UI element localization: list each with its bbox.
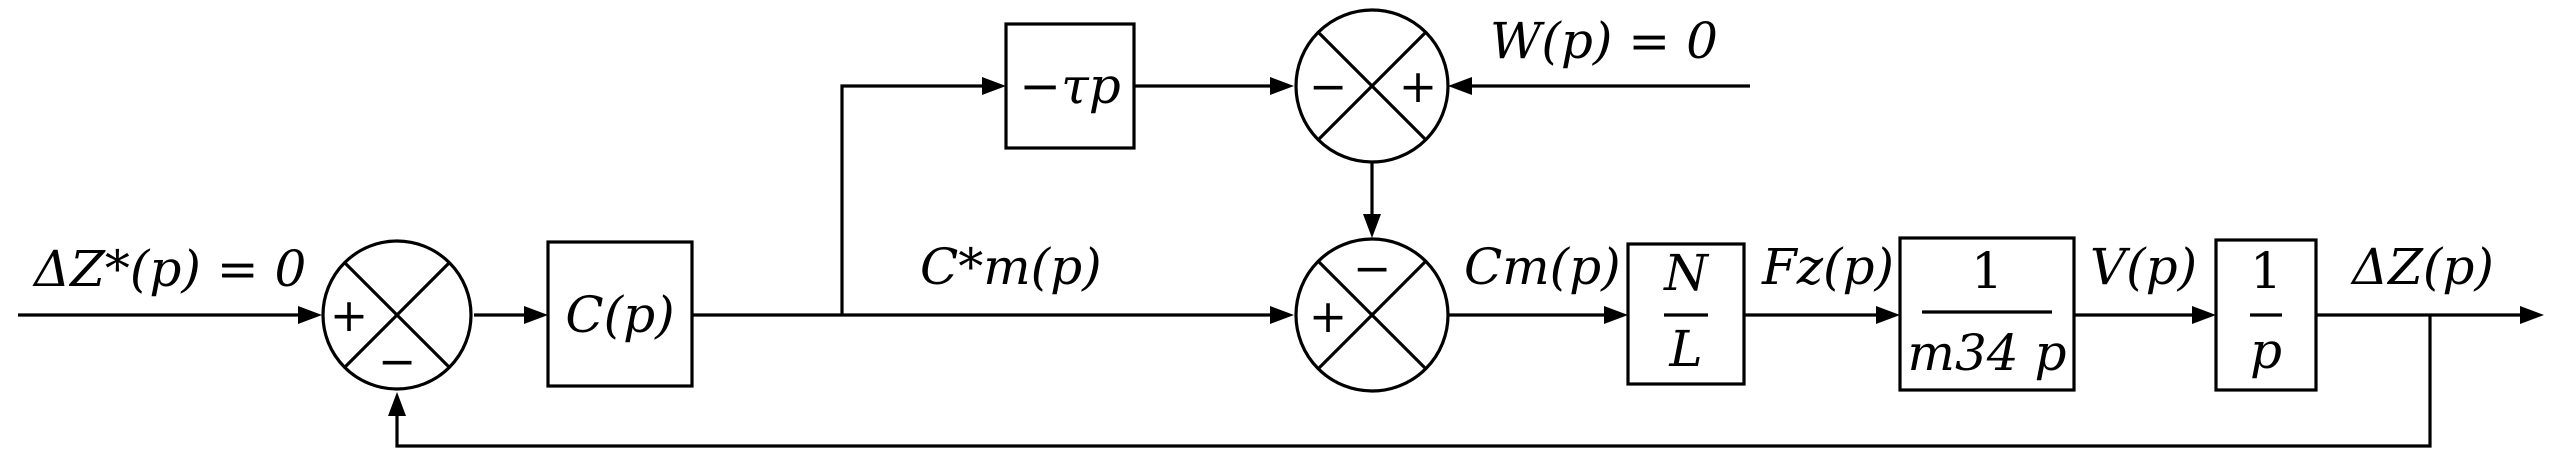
arrowhead bbox=[298, 306, 322, 324]
signal-w: W(p) = 0 bbox=[1490, 12, 1718, 70]
arrowhead bbox=[524, 306, 548, 324]
gain-numerator: N bbox=[1663, 244, 1710, 302]
summing-junction-1 bbox=[321, 239, 473, 391]
gain-denominator: L bbox=[1668, 320, 1702, 378]
signal-cm: Cm(p) bbox=[1464, 238, 1621, 296]
arrowhead bbox=[1448, 77, 1472, 95]
arrowhead bbox=[1270, 306, 1294, 324]
mass-numerator: 1 bbox=[1971, 242, 2003, 300]
signal-v: V(p) bbox=[2090, 238, 2197, 296]
s1-bottom-sign: − bbox=[378, 334, 417, 388]
controller-label: C(p) bbox=[565, 286, 674, 344]
signal-cm-star: C*m(p) bbox=[920, 238, 1102, 296]
arrowhead bbox=[1876, 306, 1900, 324]
integrator-denominator: p bbox=[2250, 322, 2282, 380]
s3-left-sign: + bbox=[1309, 289, 1348, 343]
s1-left-sign: + bbox=[330, 288, 369, 342]
arrowhead bbox=[1270, 77, 1294, 95]
delay-label: −τp bbox=[1019, 57, 1121, 115]
mass-block bbox=[1898, 236, 2076, 392]
arrowhead bbox=[388, 392, 406, 416]
integrator-numerator: 1 bbox=[2250, 242, 2282, 300]
mass-denominator: m34 p bbox=[1908, 324, 2067, 382]
arrowhead bbox=[1604, 306, 1628, 324]
summing-junction-2 bbox=[1294, 8, 1450, 164]
delay-block bbox=[1004, 22, 1136, 150]
arrowhead bbox=[982, 77, 1006, 95]
arrowhead bbox=[1363, 214, 1381, 238]
controller-block bbox=[546, 240, 694, 388]
signal-dz: ΔZ(p) bbox=[2350, 238, 2494, 296]
branch-to-delay-wire bbox=[840, 84, 996, 315]
s3-top-sign: − bbox=[1353, 241, 1392, 295]
signal-dz-star: ΔZ*(p) = 0 bbox=[32, 240, 306, 298]
arrowhead bbox=[2520, 306, 2544, 324]
feedback-wire bbox=[395, 315, 2432, 448]
summing-junction-3 bbox=[1294, 237, 1450, 393]
s2-left-sign: − bbox=[1309, 59, 1348, 113]
arrowhead bbox=[2192, 306, 2216, 324]
s2-right-sign: + bbox=[1399, 59, 1438, 113]
signal-fz: Fz(p) bbox=[1761, 238, 1894, 296]
